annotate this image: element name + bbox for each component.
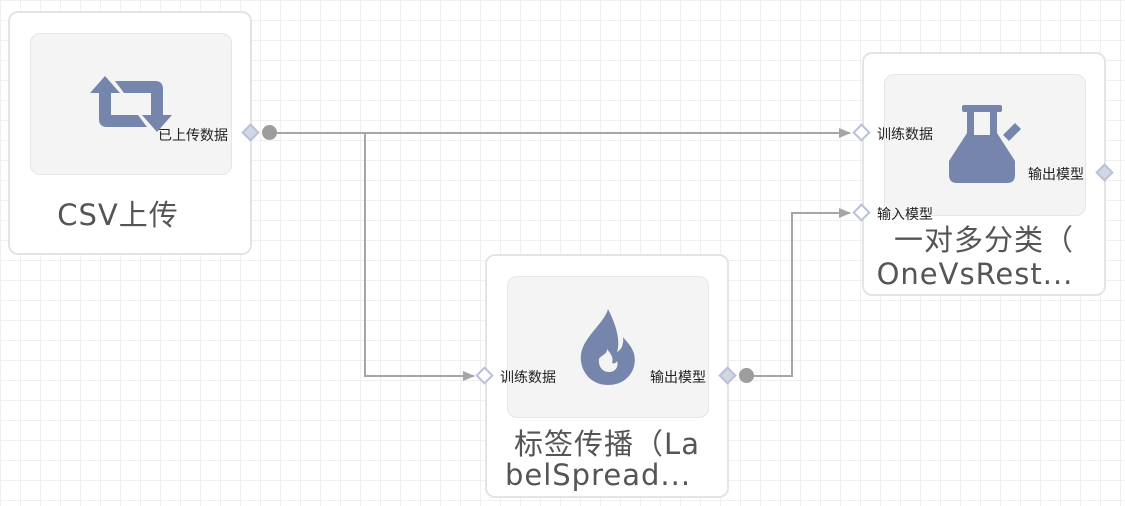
label-spreading-title-line2: belSpread... <box>504 458 692 492</box>
csv-upload-output-connector[interactable] <box>262 125 277 140</box>
label-spreading-input-label: 训练数据 <box>500 370 556 386</box>
one-vs-rest-train-label: 训练数据 <box>877 127 933 143</box>
label-spreading-icon-box <box>507 276 709 418</box>
one-vs-rest-icon-box <box>884 74 1086 216</box>
wire-labelspreading-to-onevsrest[interactable] <box>747 208 851 377</box>
label-spreading-output-connector[interactable] <box>739 368 754 383</box>
fire-icon <box>580 309 635 385</box>
csv-upload-icon-box <box>30 33 232 175</box>
flask-icon <box>949 105 1021 183</box>
csv-upload-output-label: 已上传数据 <box>158 128 228 144</box>
one-vs-rest-title-line2: OneVsRest... <box>876 257 1074 291</box>
one-vs-rest-title-line1: 一对多分类（ <box>893 223 1074 257</box>
label-spreading-title-line1: 标签传播（La <box>514 427 700 461</box>
wire-csv-to-labelspreading[interactable] <box>364 133 475 381</box>
label-spreading-output-label: 输出模型 <box>650 370 706 386</box>
one-vs-rest-model-input-label: 输入模型 <box>877 207 933 223</box>
retweet-arrows-icon <box>90 76 172 132</box>
label-spreading-node[interactable]: 标签传播（La belSpread... 训练数据 输出模型 <box>485 254 729 498</box>
one-vs-rest-output-label: 输出模型 <box>1028 167 1084 183</box>
csv-upload-title: CSV上传 <box>57 198 179 232</box>
csv-upload-node[interactable]: CSV上传 已上传数据 <box>8 11 252 255</box>
one-vs-rest-node[interactable]: 一对多分类（ OneVsRest... 训练数据 输入模型 输出模型 <box>862 52 1106 296</box>
